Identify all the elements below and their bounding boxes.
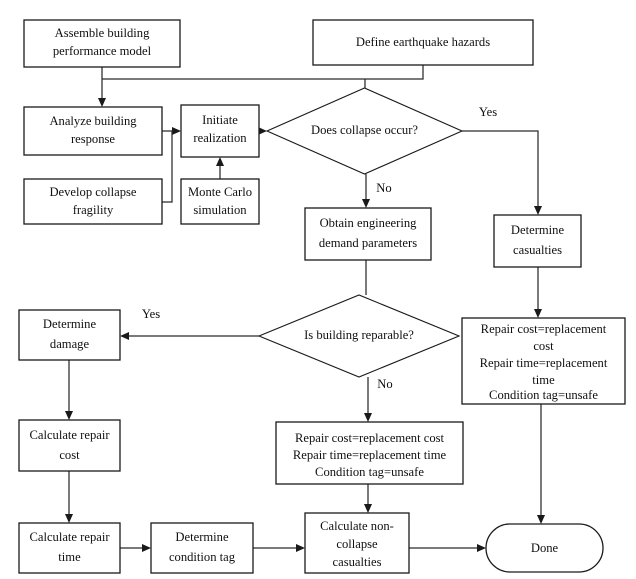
node-initiate-realization[interactable]: Initiate realization [180,104,260,158]
node-label: Repair cost=replacement cost [295,431,445,445]
node-does-collapse-occur[interactable]: Does collapse occur? [265,87,464,175]
node-label: damage [50,337,90,351]
node-label: cost [59,448,80,462]
node-calculate-repair-time[interactable]: Calculate repair time [18,522,121,574]
node-calculate-repair-cost[interactable]: Calculate repair cost [18,419,121,472]
node-label: Assemble building [55,26,151,40]
node-assemble-building-performance-model[interactable]: Assemble building performance model [23,19,181,68]
node-label: Determine [511,223,565,237]
node-label: Define earthquake hazards [356,35,490,49]
node-label: simulation [193,203,247,217]
node-label: Calculate repair [29,530,110,544]
edge-assemble-to-analyze [98,67,106,107]
edge-layer [65,65,545,552]
node-label: Condition tag=unsafe [315,465,424,479]
node-is-building-reparable[interactable]: Is building reparable? [257,294,461,378]
edge-damage-to-repair-cost [65,360,73,420]
edge-repair-center-to-noncollapse [364,484,372,513]
edge-casualties-to-repair-right [534,267,542,318]
node-label: Initiate [202,113,238,127]
node-label: Calculate repair [29,428,110,442]
node-repair-replacement-right[interactable]: Repair cost=replacement cost Repair time… [461,317,626,405]
node-obtain-engineering-demand-parameters[interactable]: Obtain engineering demand parameters [304,207,432,261]
node-label: Does collapse occur? [311,123,418,137]
node-determine-damage[interactable]: Determine damage [18,309,121,361]
edge-label-yes-collapse: Yes [479,105,497,119]
node-label: time [58,550,81,564]
node-done[interactable]: Done [485,523,604,573]
node-label: Obtain engineering [320,216,418,230]
node-label: casualties [513,243,562,257]
edge-montecarlo-to-initiate [216,157,224,179]
node-label: Repair time=replacement [480,356,608,370]
edge-collapse-yes-to-casualties [462,130,542,215]
node-calculate-non-collapse-casualties[interactable]: Calculate non- collapse casualties [304,512,410,574]
edge-reparable-yes-to-damage [120,332,259,340]
node-label: cost [533,339,554,353]
node-label: Done [531,541,559,555]
edge-repair-time-to-condition-tag [120,544,151,552]
edge-label-no-reparable: No [377,377,392,391]
node-label: Repair time=replacement time [293,448,447,462]
edge-condition-tag-to-noncollapse [253,544,305,552]
edge-label-layer: Yes No Yes No [142,105,497,391]
node-develop-collapse-fragility[interactable]: Develop collapse fragility [23,178,163,225]
node-label: casualties [333,555,382,569]
edge-label-yes-reparable: Yes [142,307,160,321]
node-define-earthquake-hazards[interactable]: Define earthquake hazards [312,19,534,66]
node-determine-casualties[interactable]: Determine casualties [493,214,582,268]
node-label: Analyze building [49,114,137,128]
node-label: Determine [43,317,97,331]
node-label: condition tag [169,550,236,564]
edge-reparable-no-to-repair-center [364,377,372,422]
node-label: Develop collapse [49,185,136,199]
node-layer: Assemble building performance model Defi… [18,19,626,574]
node-label: Repair cost=replacement [481,322,607,336]
node-label: Determine [175,530,229,544]
node-determine-condition-tag[interactable]: Determine condition tag [150,522,254,574]
node-label: collapse [336,537,378,551]
node-label: Calculate non- [320,519,394,533]
node-repair-replacement-center[interactable]: Repair cost=replacement cost Repair time… [275,421,464,485]
node-analyze-building-response[interactable]: Analyze building response [23,106,163,156]
edge-hazards-to-analyze [102,65,424,80]
edge-fragility-to-initiate [162,131,173,203]
edge-noncollapse-to-done [409,544,486,552]
node-label: time [532,373,555,387]
node-label: fragility [73,203,114,217]
node-label: Condition tag=unsafe [489,388,598,402]
node-label: Monte Carlo [188,185,252,199]
node-label: response [71,132,115,146]
edge-repair-cost-to-repair-time [65,471,73,523]
node-label: demand parameters [319,236,417,250]
node-label: performance model [53,44,152,58]
edge-collapse-no-to-edp [362,174,370,208]
node-label: Is building reparable? [304,328,414,342]
edge-repair-right-to-done [537,404,545,524]
node-label: realization [193,131,247,145]
node-monte-carlo-simulation[interactable]: Monte Carlo simulation [180,178,260,225]
edge-label-no-collapse: No [376,181,391,195]
